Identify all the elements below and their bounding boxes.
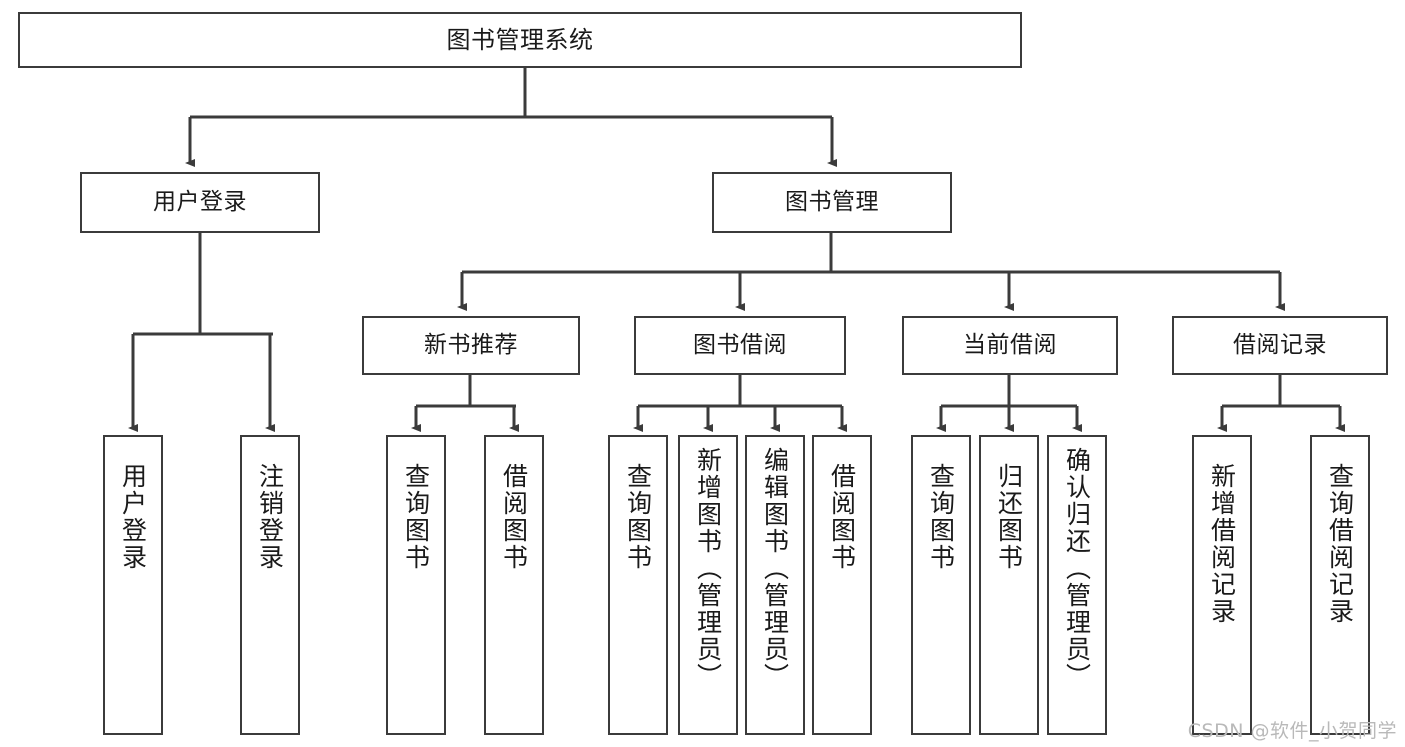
node-label: 图书管理 — [785, 188, 879, 215]
node-book-management[interactable]: 图书管理 — [712, 172, 952, 233]
node-label: 确认归还（管理员） — [1062, 447, 1092, 690]
leaf-current-borrow-confirm-return-admin[interactable]: 确认归还（管理员） — [1047, 435, 1107, 735]
leaf-book-borrow-add-book-admin[interactable]: 新增图书（管理员） — [678, 435, 738, 735]
watermark: CSDN @软件_小贺同学 — [1187, 720, 1397, 742]
leaf-current-borrow-return-book[interactable]: 归还图书 — [979, 435, 1039, 735]
node-label: 新增图书（管理员） — [693, 447, 723, 690]
leaf-user-login-logout[interactable]: 注销登录 — [240, 435, 300, 735]
node-label: 查询图书 — [926, 463, 956, 571]
node-new-book-recommend[interactable]: 新书推荐 — [362, 316, 580, 375]
node-label: 图书借阅 — [693, 331, 787, 358]
node-current-borrow[interactable]: 当前借阅 — [902, 316, 1118, 375]
leaf-new-book-query-book[interactable]: 查询图书 — [386, 435, 446, 735]
node-label: 借阅图书 — [499, 463, 529, 571]
leaf-borrow-record-query-record[interactable]: 查询借阅记录 — [1310, 435, 1370, 735]
node-label: 归还图书 — [994, 463, 1024, 571]
leaf-borrow-record-add-record[interactable]: 新增借阅记录 — [1192, 435, 1252, 735]
leaf-new-book-borrow-book[interactable]: 借阅图书 — [484, 435, 544, 735]
leaf-book-borrow-borrow-book[interactable]: 借阅图书 — [812, 435, 872, 735]
node-label: 借阅记录 — [1233, 331, 1327, 358]
node-label: 图书管理系统 — [446, 25, 594, 54]
node-label: 编辑图书（管理员） — [760, 447, 790, 690]
node-label: 注销登录 — [255, 463, 285, 571]
node-user-login[interactable]: 用户登录 — [80, 172, 320, 233]
node-book-borrow[interactable]: 图书借阅 — [634, 316, 846, 375]
node-label: 查询借阅记录 — [1325, 463, 1355, 625]
leaf-book-borrow-query-book[interactable]: 查询图书 — [608, 435, 668, 735]
node-borrow-record[interactable]: 借阅记录 — [1172, 316, 1388, 375]
leaf-user-login-login[interactable]: 用户登录 — [103, 435, 163, 735]
node-label: 新书推荐 — [424, 331, 518, 358]
node-root-book-management-system[interactable]: 图书管理系统 — [18, 12, 1022, 68]
node-label: 当前借阅 — [963, 331, 1057, 358]
node-label: 新增借阅记录 — [1207, 463, 1237, 625]
node-label: 用户登录 — [118, 463, 148, 571]
node-label: 借阅图书 — [827, 463, 857, 571]
node-label: 用户登录 — [153, 188, 247, 215]
node-label: 查询图书 — [623, 463, 653, 571]
node-label: 查询图书 — [401, 463, 431, 571]
leaf-book-borrow-edit-book-admin[interactable]: 编辑图书（管理员） — [745, 435, 805, 735]
leaf-current-borrow-query-book[interactable]: 查询图书 — [911, 435, 971, 735]
